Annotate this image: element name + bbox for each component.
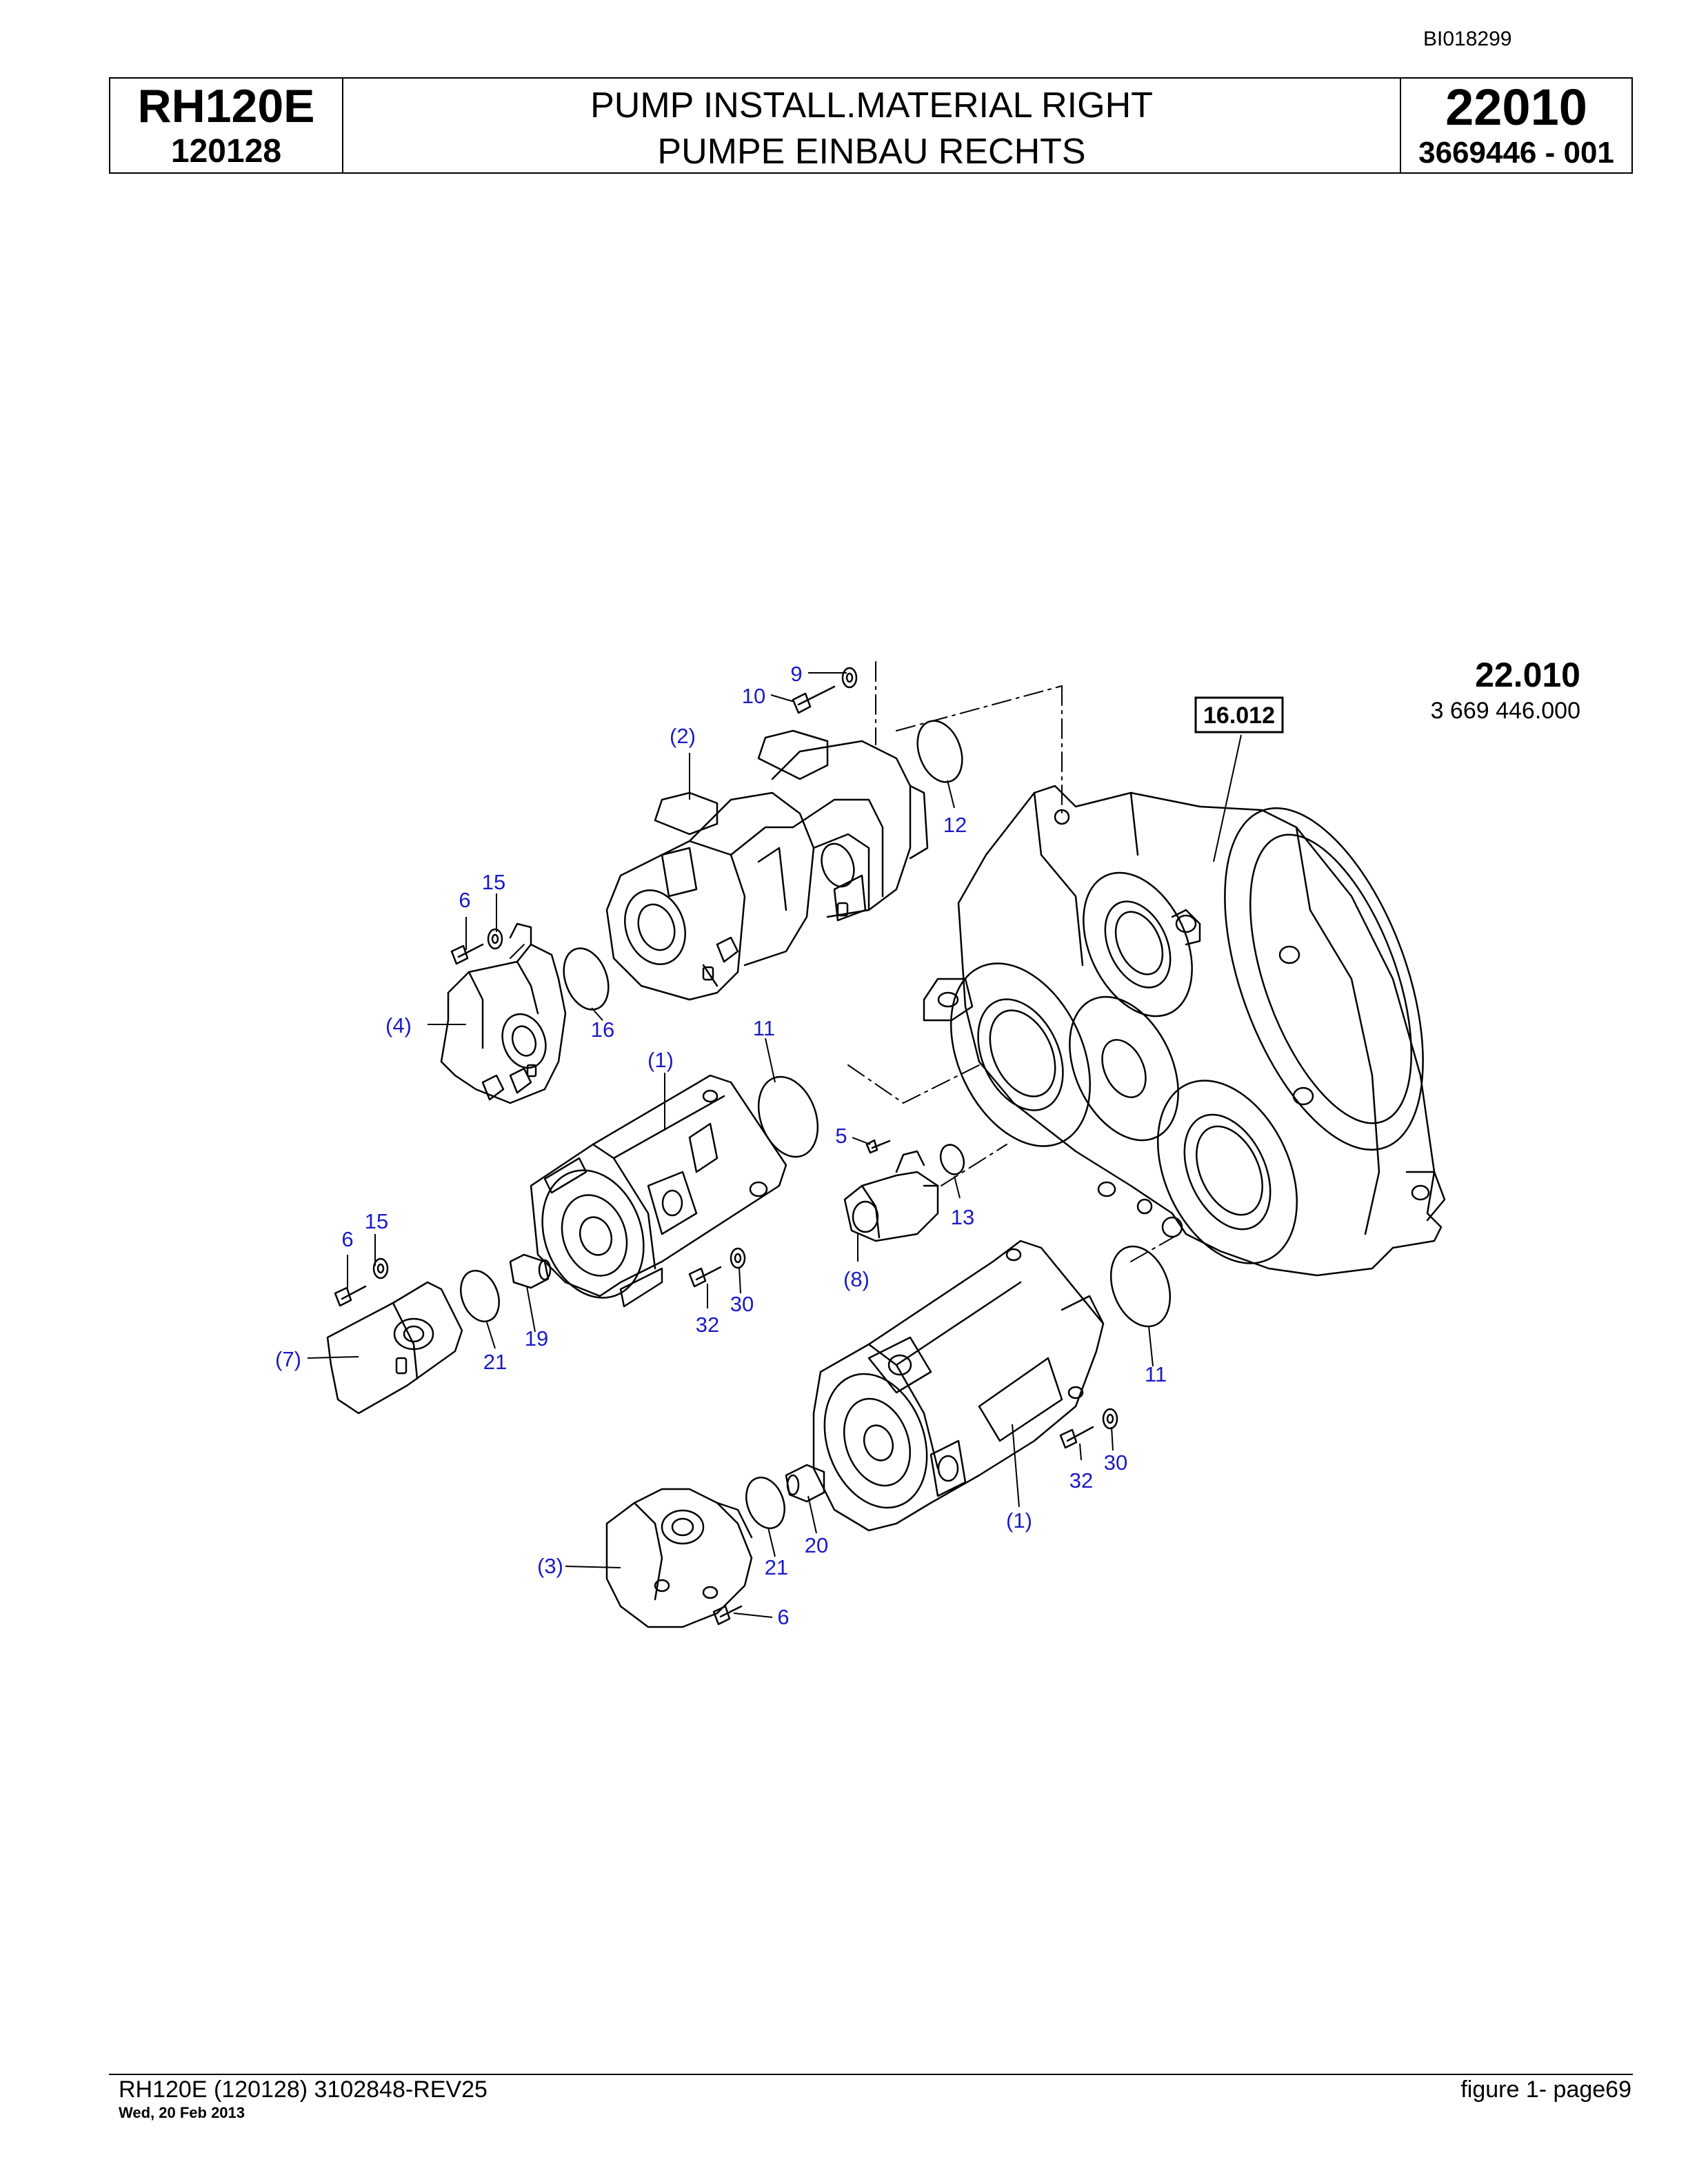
callout-11-lower: 11 <box>1145 1362 1167 1386</box>
footer-date: Wed, 20 Feb 2013 <box>119 2104 245 2121</box>
callout-21-lower: 21 <box>765 1555 788 1579</box>
footer-document-reference: RH120E (120128) 3102848-REV25 <box>119 2076 488 2103</box>
callout-1-upper: (1) <box>647 1048 674 1072</box>
pump-cover-7 <box>326 1281 463 1415</box>
title-block: RH120E 120128 PUMP INSTALL.MATERIAL RIGH… <box>109 77 1633 174</box>
callout-4: (4) <box>385 1013 412 1038</box>
o-ring-11-upper <box>757 1075 819 1158</box>
part-number: 3669446 - 001 <box>1418 136 1614 170</box>
gearbox-housing <box>923 785 1446 1277</box>
callout-20: 20 <box>805 1533 828 1557</box>
auxiliary-pump-4 <box>440 922 567 1104</box>
callout-10: 10 <box>742 684 765 708</box>
callout-32-lower: 32 <box>1069 1468 1093 1493</box>
callout-12: 12 <box>943 813 967 837</box>
assembly-number: 22.010 <box>1475 656 1580 694</box>
callout-5: 5 <box>835 1124 847 1148</box>
callout-21-left: 21 <box>483 1350 507 1374</box>
title-german: PUMPE EINBAU RECHTS <box>657 132 1086 172</box>
small-pump-8 <box>843 1150 939 1242</box>
model-name: RH120E <box>137 80 315 132</box>
callout-16: 16 <box>591 1018 614 1042</box>
bolts-and-washers <box>334 667 1118 1626</box>
o-rings <box>460 720 1172 1530</box>
callout-2: (2) <box>670 724 696 748</box>
footer-page-number: figure 1- page69 <box>1460 2076 1631 2103</box>
o-ring-21-left <box>460 1269 500 1323</box>
o-ring-11-lower <box>1109 1245 1172 1328</box>
reference-box-label: 16.012 <box>1203 702 1275 729</box>
callout-3: (3) <box>537 1554 563 1578</box>
reference-box <box>1194 696 1284 734</box>
callout-11-upper: 11 <box>753 1016 775 1040</box>
serial-number: 120128 <box>170 133 282 170</box>
center-lines <box>510 661 1180 1262</box>
tandem-pump-assembly-2 <box>605 729 929 1001</box>
callout-30-lower: 30 <box>1104 1450 1127 1475</box>
model-cell: RH120E 120128 <box>110 79 343 172</box>
o-ring-16 <box>563 947 610 1011</box>
callout-8: (8) <box>843 1267 870 1291</box>
callout-7: (7) <box>275 1347 301 1371</box>
callout-32-upper: 32 <box>696 1313 719 1337</box>
callout-1-lower: (1) <box>1006 1508 1032 1533</box>
callout-6-lower: 6 <box>777 1605 789 1629</box>
assembly-part-number: 3 669 446.000 <box>1431 698 1580 724</box>
callout-13: 13 <box>951 1205 974 1229</box>
variable-pump-1-lower <box>785 1240 1105 1532</box>
callout-19: 19 <box>525 1326 548 1351</box>
o-ring-21-lower <box>745 1476 785 1530</box>
variable-pump-1-upper <box>509 1074 787 1308</box>
title-english: PUMP INSTALL.MATERIAL RIGHT <box>590 85 1153 125</box>
callout-6-middle: 6 <box>341 1227 353 1251</box>
callout-6-upper: 6 <box>459 888 470 912</box>
callout-30-upper: 30 <box>730 1292 754 1316</box>
group-cell: 22010 3669446 - 001 <box>1401 79 1631 172</box>
group-number: 22010 <box>1445 79 1587 136</box>
callout-15-upper: 15 <box>482 870 505 894</box>
gear-pump-3 <box>605 1488 753 1628</box>
title-cell: PUMP INSTALL.MATERIAL RIGHT PUMPE EINBAU… <box>343 79 1401 172</box>
o-ring-12 <box>916 720 963 783</box>
callout-9: 9 <box>790 662 802 686</box>
document-id: BI018299 <box>1423 28 1512 50</box>
footer-divider <box>109 2074 1633 2075</box>
callout-15-lower: 15 <box>365 1209 388 1233</box>
o-ring-13 <box>939 1144 965 1175</box>
